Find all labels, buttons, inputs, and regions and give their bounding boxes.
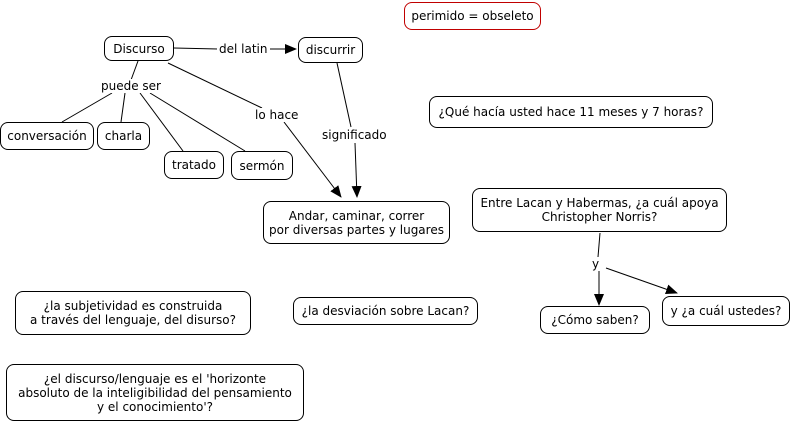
node-desviacion[interactable]: ¿la desviación sobre Lacan? bbox=[293, 297, 478, 325]
link-lo-hace-andar bbox=[283, 121, 342, 198]
node-andar[interactable]: Andar, caminar, correr por diversas part… bbox=[263, 201, 450, 244]
node-discurso[interactable]: Discurso bbox=[104, 36, 174, 61]
link-discurrir-significado bbox=[336, 62, 352, 128]
node-perimido[interactable]: perimido = obseleto bbox=[404, 2, 541, 30]
node-subjetividad[interactable]: ¿la subjetividad es construida a través … bbox=[15, 291, 251, 335]
link-discurso-lo-hace bbox=[167, 62, 263, 109]
link-label-y: y bbox=[590, 257, 602, 271]
node-charla[interactable]: charla bbox=[97, 122, 150, 150]
node-tratado[interactable]: tratado bbox=[164, 151, 224, 179]
node-sermon[interactable]: sermón bbox=[231, 151, 293, 180]
link-discurso-del-latin bbox=[173, 47, 219, 50]
node-cual-ustedes[interactable]: y ¿a cuál ustedes? bbox=[662, 296, 790, 326]
link-label-del-latin: del latin bbox=[217, 42, 270, 56]
link-puede-ser-conversacion bbox=[61, 92, 113, 123]
link-y-cual-ustedes bbox=[605, 267, 678, 295]
link-label-significado: significado bbox=[320, 128, 389, 142]
link-label-lo-hace: lo hace bbox=[253, 108, 301, 122]
node-lacan-habermas[interactable]: Entre Lacan y Habermas, ¿a cuál apoya Ch… bbox=[472, 188, 727, 232]
node-discurrir[interactable]: discurrir bbox=[298, 37, 363, 63]
node-pregunta-11-meses[interactable]: ¿Qué hacía usted hace 11 meses y 7 horas… bbox=[429, 96, 713, 128]
link-lacan-y bbox=[597, 232, 601, 258]
node-horizonte[interactable]: ¿el discurso/lenguaje es el 'horizonte a… bbox=[6, 364, 304, 421]
link-discurso-puede-ser bbox=[130, 60, 139, 81]
link-puede-ser-sermon bbox=[149, 92, 246, 152]
node-como-saben[interactable]: ¿Cómo saben? bbox=[540, 306, 650, 334]
node-conversacion[interactable]: conversación bbox=[0, 122, 94, 150]
link-puede-ser-charla bbox=[120, 92, 126, 123]
link-puede-ser-tratado bbox=[139, 92, 184, 152]
link-significado-andar bbox=[351, 142, 362, 198]
link-label-puede-ser: puede ser bbox=[99, 79, 163, 93]
